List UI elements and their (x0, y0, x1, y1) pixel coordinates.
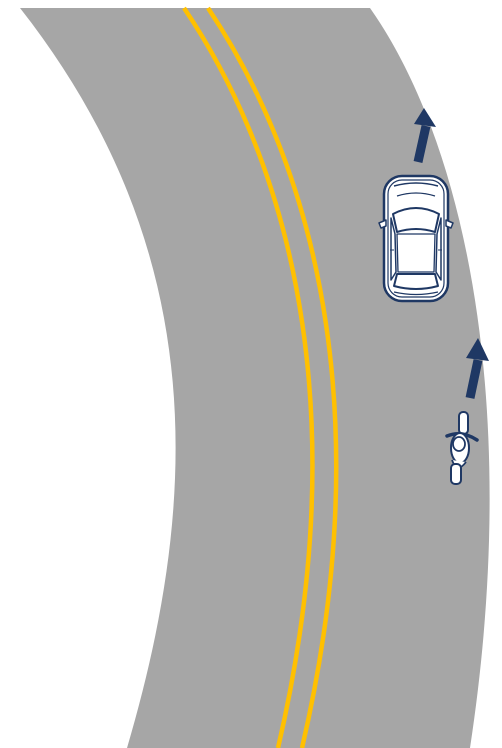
car-top-view (379, 176, 453, 301)
